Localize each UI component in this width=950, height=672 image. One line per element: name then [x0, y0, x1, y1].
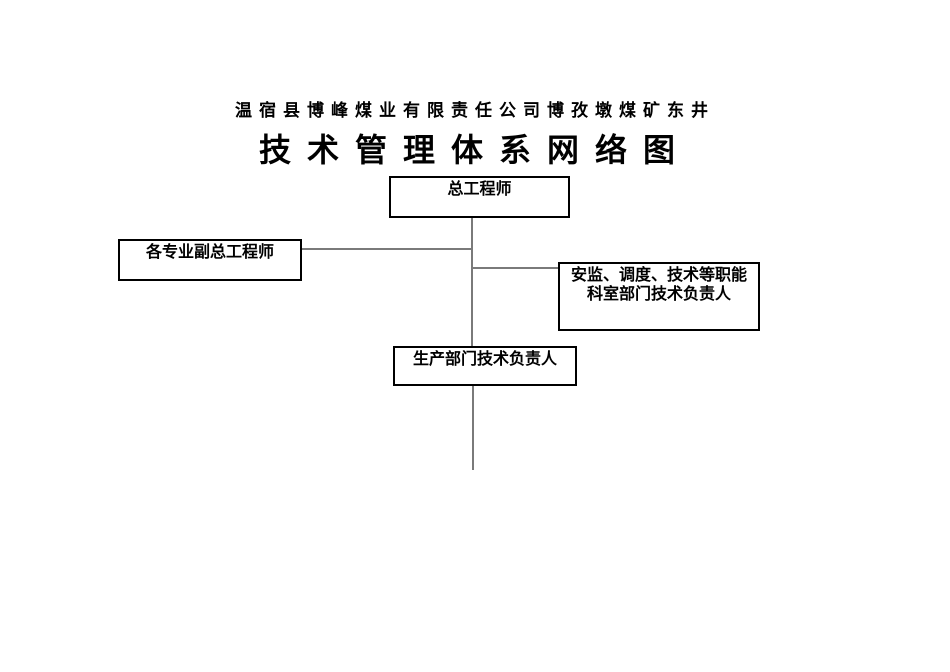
connector-vertical-main	[471, 218, 473, 346]
node-label: 生产部门技术负责人	[412, 351, 557, 368]
node-label-line2: 科室部门技术负责人	[586, 286, 731, 303]
node-label: 各专业副总工程师	[145, 244, 274, 261]
node-production-dept-tech-leads: 生产部门技术负责人	[393, 346, 577, 386]
connector-horizontal-left	[302, 248, 472, 250]
node-chief-engineer: 总工程师	[389, 176, 570, 218]
node-label-line1: 安监、调度、技术等职能	[570, 267, 747, 284]
node-label: 总工程师	[447, 181, 512, 198]
connector-vertical-bottom	[472, 386, 474, 470]
company-name-line: 温宿县博峰煤业有限责任公司博孜墩煤矿东井	[235, 101, 715, 120]
diagram-title: 技术管理体系网络图	[258, 132, 691, 168]
node-functional-dept-tech-leads: 安监、调度、技术等职能 科室部门技术负责人	[558, 262, 760, 331]
connector-horizontal-right	[472, 267, 558, 269]
node-deputy-chief-engineers: 各专业副总工程师	[118, 239, 302, 281]
